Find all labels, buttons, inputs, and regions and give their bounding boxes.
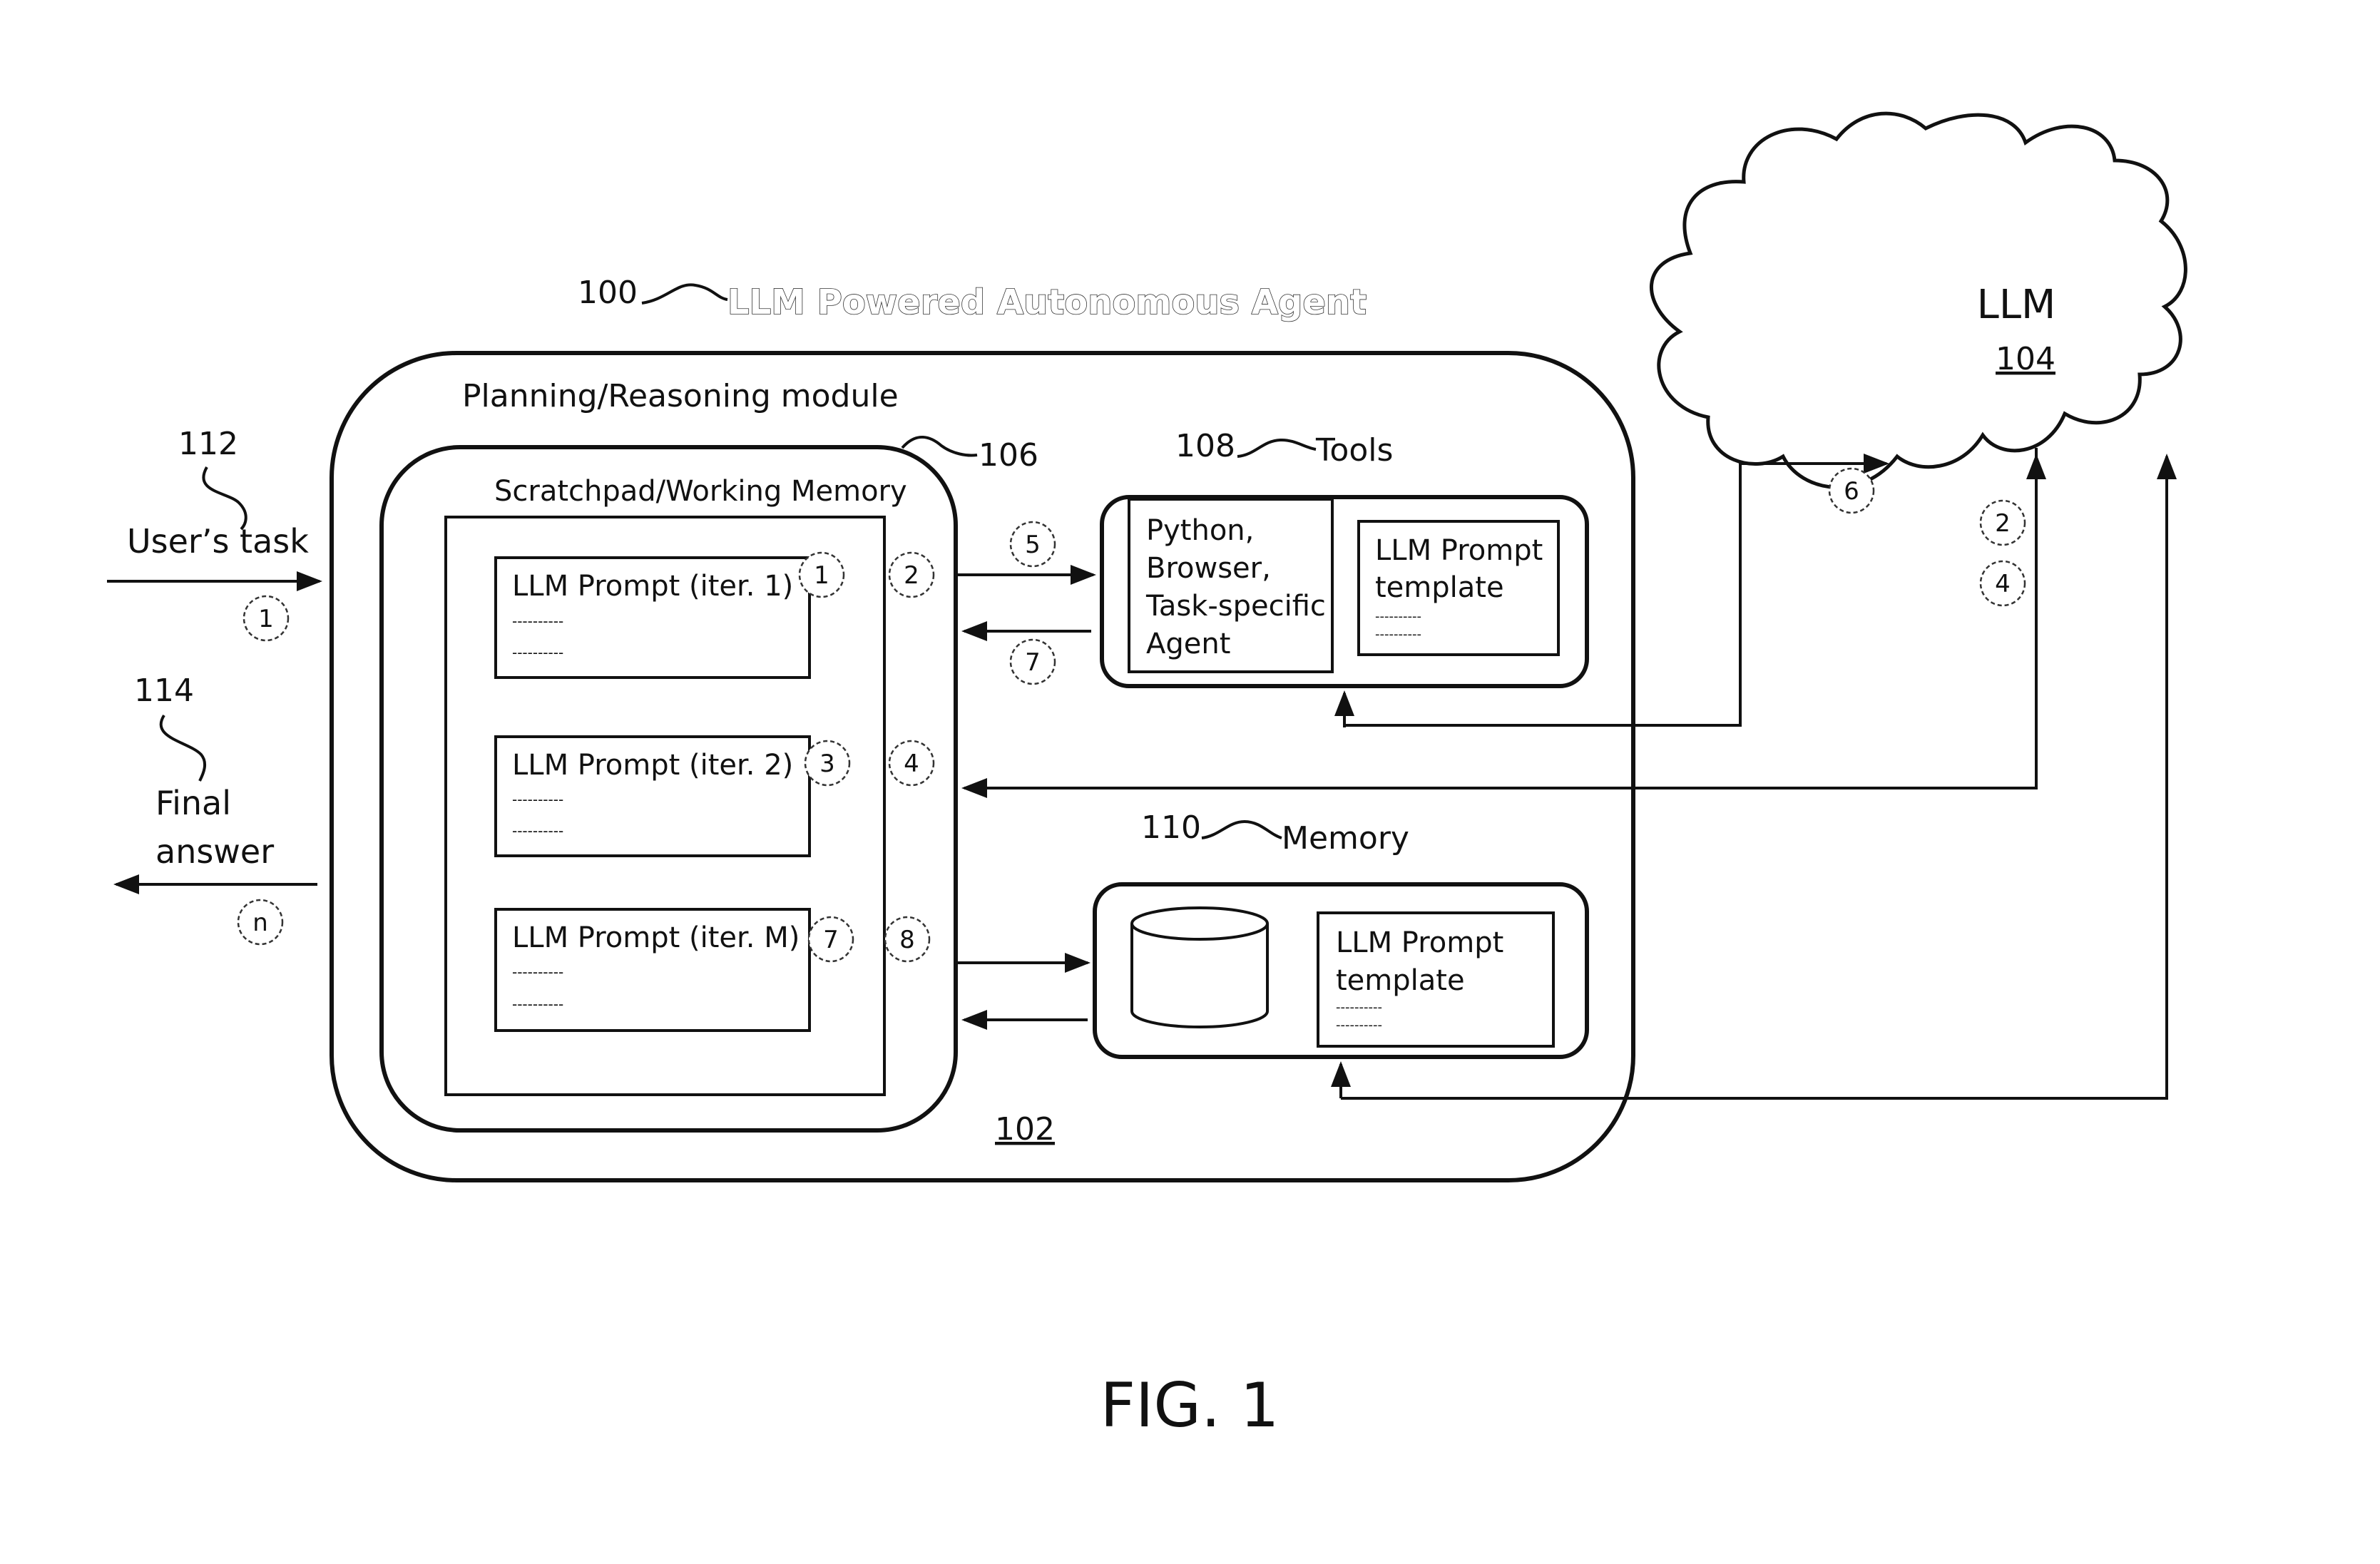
svg-text:8: 8 bbox=[899, 926, 915, 954]
step-marker: 5 bbox=[1009, 521, 1056, 568]
final-answer-label: answer bbox=[155, 832, 274, 871]
step-marker: 2 bbox=[1979, 499, 2026, 546]
scratchpad-label: Scratchpad/Working Memory bbox=[494, 475, 907, 508]
prompt-label: LLM Prompt (iter. 2) bbox=[512, 749, 793, 782]
ref-llm: 104 bbox=[1996, 341, 2055, 377]
prompt-iter-m: LLM Prompt (iter. M) ---------- --------… bbox=[494, 908, 811, 1032]
memory-label: Memory bbox=[1282, 820, 1409, 857]
ref-answer-leader bbox=[159, 714, 207, 782]
prompt-dashes: ---------- bbox=[512, 964, 563, 981]
tools-item: Browser, bbox=[1146, 552, 1271, 585]
figure-caption: FIG. 1 bbox=[1100, 1370, 1280, 1441]
template-dashes: ---------- bbox=[1375, 627, 1421, 642]
tools-list-box bbox=[1128, 498, 1334, 673]
arrow-tools-to-llm bbox=[1343, 454, 1889, 727]
template-dashes: ---------- bbox=[1375, 609, 1421, 624]
prompt-label: LLM Prompt (iter. 1) bbox=[512, 570, 793, 603]
tools-template-label: template bbox=[1375, 571, 1504, 604]
step-marker: 2 bbox=[888, 551, 935, 598]
ref-agent-leader bbox=[641, 283, 728, 305]
template-dashes: ---------- bbox=[1336, 1000, 1382, 1015]
prompt-dashes: ---------- bbox=[512, 822, 563, 839]
step-marker: 4 bbox=[1979, 560, 2026, 607]
svg-text:2: 2 bbox=[1995, 509, 2011, 538]
step-marker: 7 bbox=[807, 916, 854, 963]
svg-text:6: 6 bbox=[1844, 477, 1859, 506]
arrow-memory-to-llm bbox=[1341, 454, 2177, 1100]
svg-text:4: 4 bbox=[904, 750, 919, 778]
svg-text:2: 2 bbox=[904, 561, 919, 590]
final-answer-label: Final bbox=[155, 784, 231, 822]
prompt-iter-2: LLM Prompt (iter. 2) ---------- --------… bbox=[494, 735, 811, 857]
ref-tools: 108 bbox=[1175, 428, 1235, 464]
ref-scratchpad-leader bbox=[901, 436, 978, 457]
template-dashes: ---------- bbox=[1336, 1018, 1382, 1033]
planning-module-label: Planning/Reasoning module bbox=[462, 378, 899, 414]
ref-agent: 100 bbox=[578, 275, 638, 311]
svg-text:4: 4 bbox=[1995, 570, 2011, 598]
tools-item: Task-specific bbox=[1145, 590, 1326, 623]
prompt-dashes: ---------- bbox=[512, 791, 563, 808]
memory-template-label: template bbox=[1336, 964, 1465, 997]
tools-item: Python, bbox=[1146, 514, 1254, 547]
prompt-iter-1: LLM Prompt (iter. 1) ---------- --------… bbox=[494, 556, 811, 679]
llm-cloud bbox=[1649, 111, 2187, 489]
prompt-dashes: ---------- bbox=[512, 613, 563, 630]
step-marker: n bbox=[237, 899, 284, 946]
step-marker: 7 bbox=[1009, 638, 1056, 685]
step-marker: 1 bbox=[798, 551, 845, 598]
database-icon bbox=[1130, 906, 1269, 1028]
ref-answer: 114 bbox=[134, 673, 194, 709]
step-marker: 1 bbox=[242, 595, 290, 642]
svg-text:n: n bbox=[252, 909, 268, 937]
diagram-title: LLM Powered Autonomous Agent bbox=[727, 282, 1367, 322]
ref-tools-leader bbox=[1237, 438, 1317, 458]
ref-module: 102 bbox=[995, 1111, 1055, 1148]
ref-memory: 110 bbox=[1141, 809, 1201, 846]
prompt-dashes: ---------- bbox=[512, 996, 563, 1013]
svg-text:3: 3 bbox=[819, 750, 835, 778]
llm-label: LLM bbox=[1977, 282, 2056, 328]
svg-text:7: 7 bbox=[1025, 648, 1041, 677]
tools-template-label: LLM Prompt bbox=[1375, 534, 1543, 567]
prompt-dashes: ---------- bbox=[512, 644, 563, 661]
ref-task: 112 bbox=[178, 426, 238, 462]
user-task-label: User’s task bbox=[127, 522, 309, 561]
tools-label: Tools bbox=[1315, 432, 1393, 469]
step-marker: 3 bbox=[804, 740, 851, 787]
svg-text:1: 1 bbox=[258, 605, 274, 633]
step-marker: 6 bbox=[1828, 467, 1875, 514]
tools-template-box bbox=[1357, 520, 1560, 656]
tools-item: Agent bbox=[1146, 628, 1230, 660]
ref-memory-leader bbox=[1201, 819, 1282, 839]
prompt-label: LLM Prompt (iter. M) bbox=[512, 921, 800, 954]
svg-text:5: 5 bbox=[1025, 531, 1041, 559]
ref-scratchpad: 106 bbox=[979, 437, 1038, 474]
svg-text:1: 1 bbox=[814, 561, 829, 590]
step-marker: 4 bbox=[888, 740, 935, 787]
svg-text:7: 7 bbox=[823, 926, 839, 954]
step-marker: 8 bbox=[884, 916, 931, 963]
memory-template-box bbox=[1317, 911, 1555, 1048]
ref-task-leader bbox=[202, 466, 247, 531]
memory-template-label: LLM Prompt bbox=[1336, 926, 1503, 959]
